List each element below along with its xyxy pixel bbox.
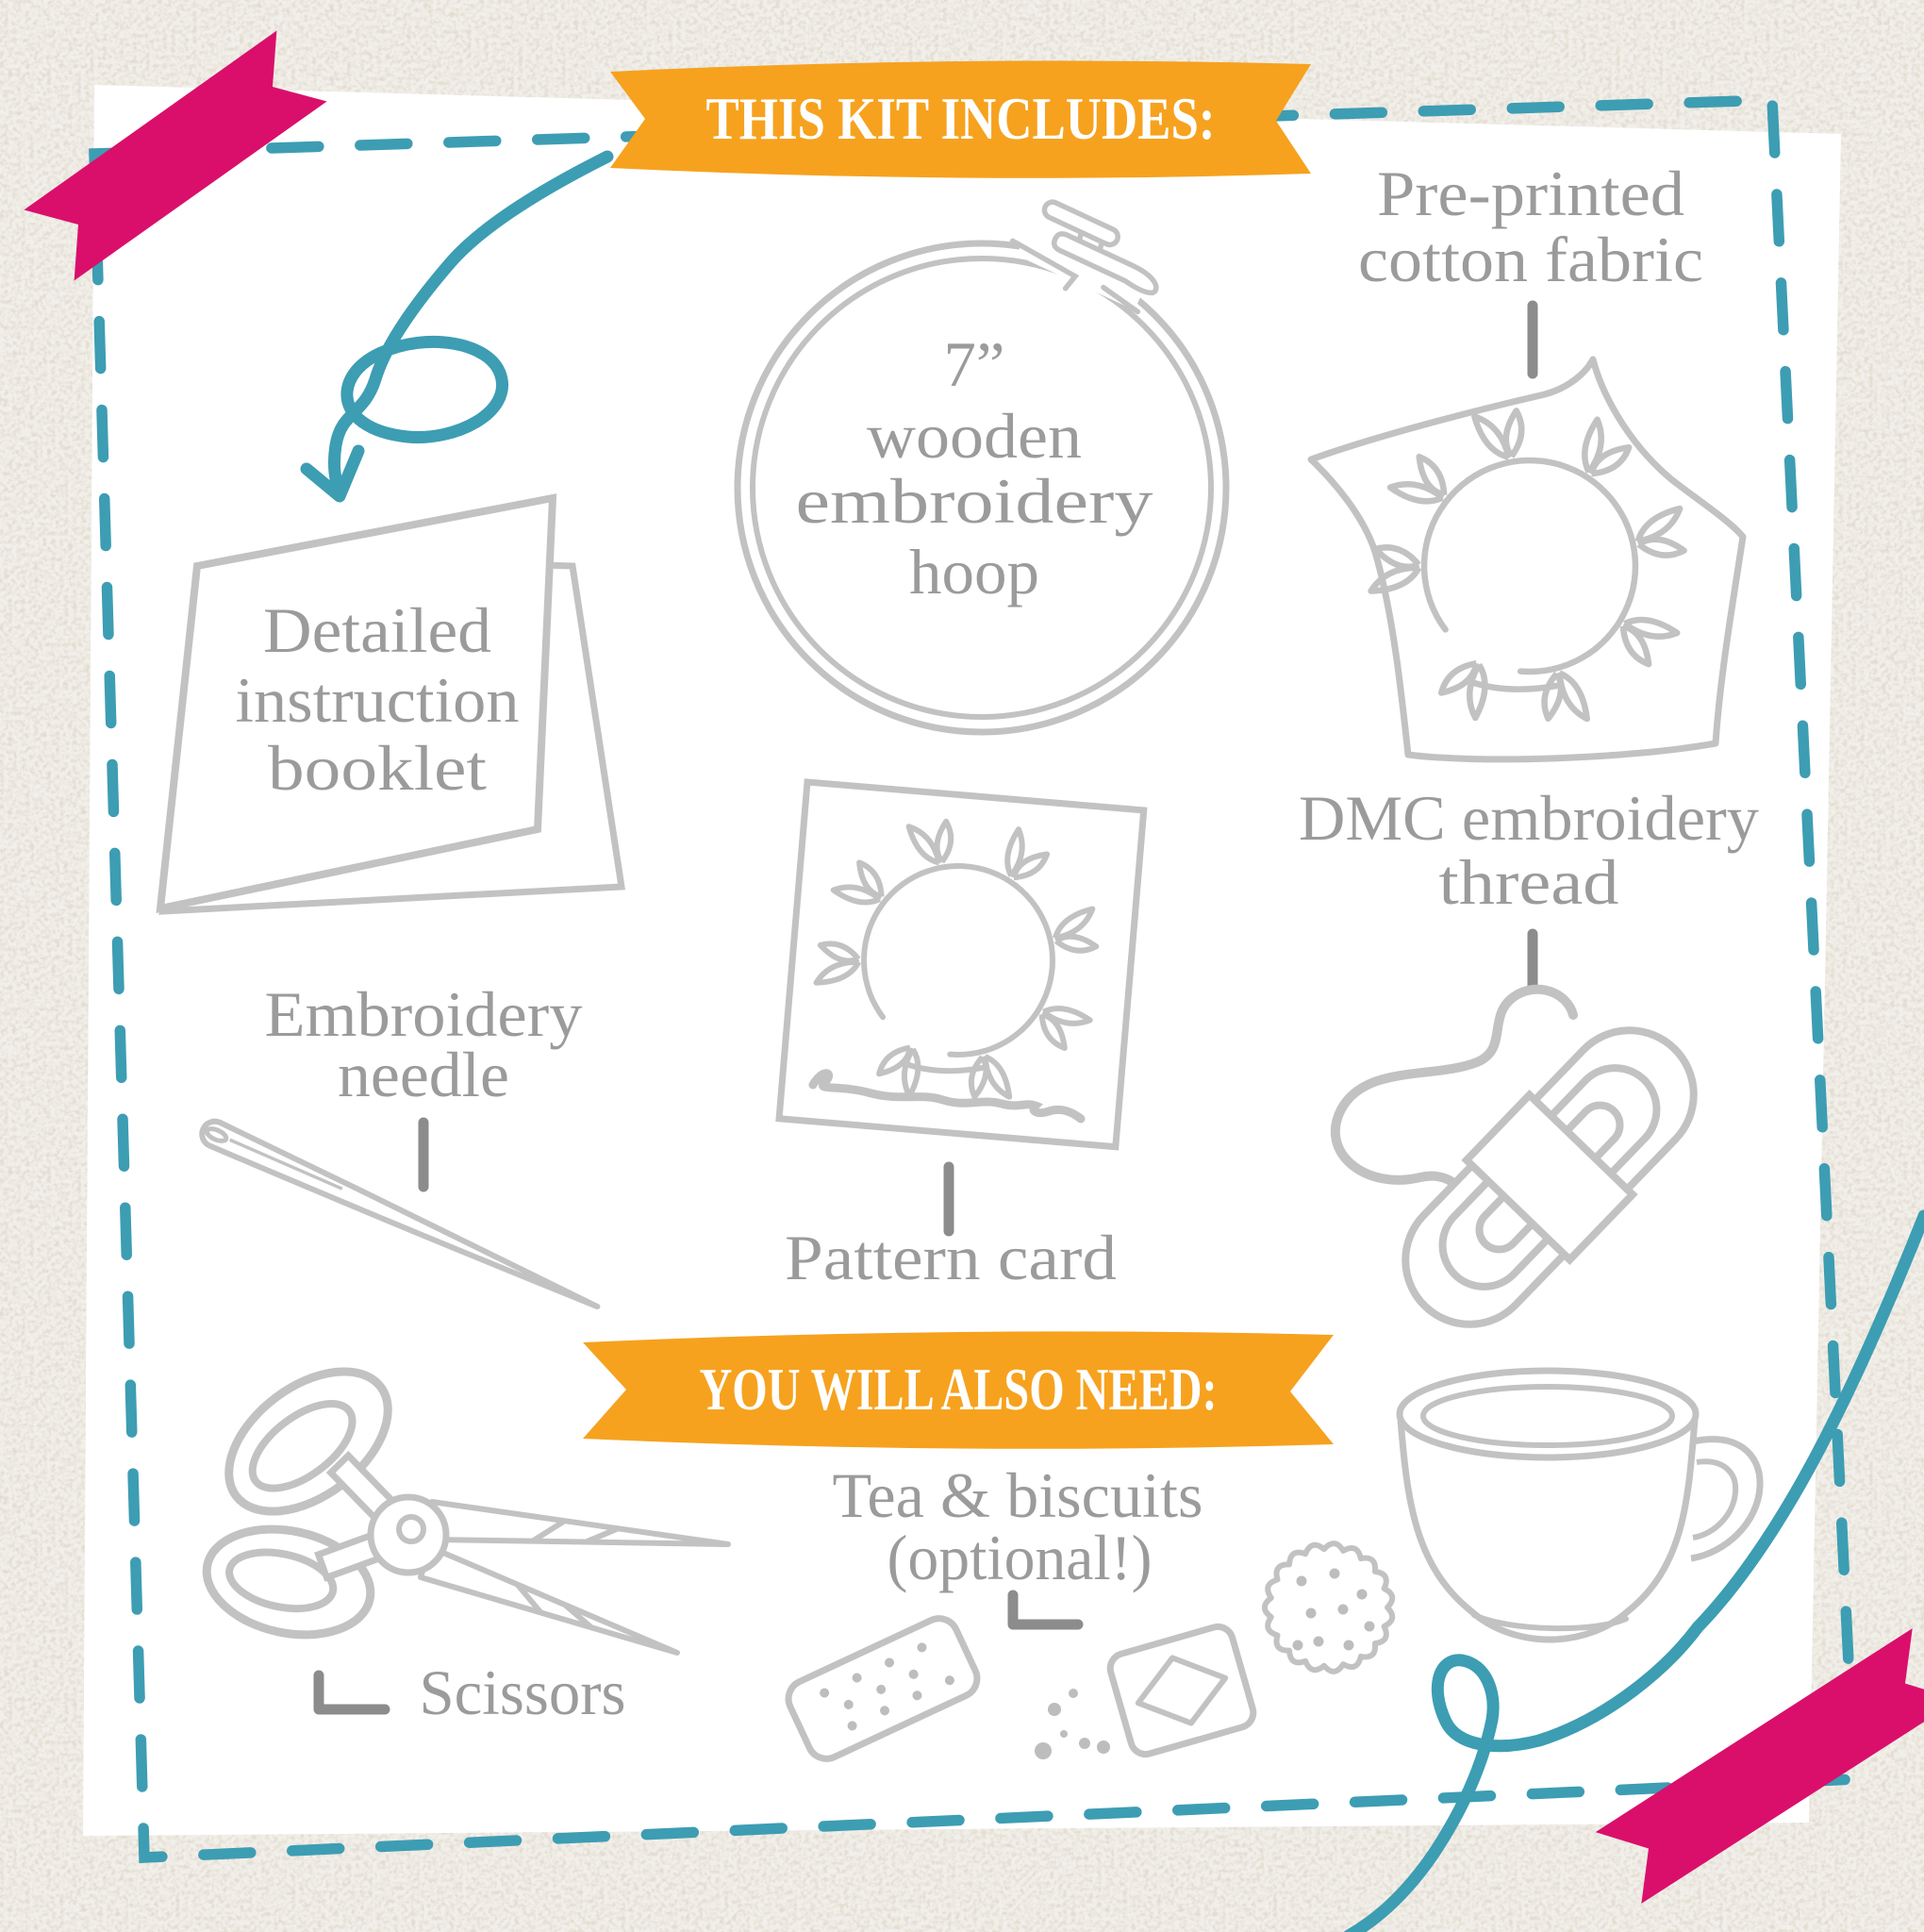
svg-text:Tea & biscuits: Tea & biscuits (833, 1459, 1203, 1531)
svg-text:Scissors: Scissors (420, 1657, 626, 1728)
svg-text:instruction: instruction (236, 664, 520, 736)
svg-text:thread: thread (1439, 846, 1619, 918)
svg-text:DMC embroidery: DMC embroidery (1299, 782, 1759, 854)
svg-text:cotton fabric: cotton fabric (1358, 224, 1703, 295)
svg-text:Pattern card: Pattern card (785, 1222, 1117, 1293)
svg-text:7”: 7” (944, 328, 1005, 400)
svg-text:Embroidery: Embroidery (265, 978, 583, 1050)
svg-text:hoop: hoop (909, 536, 1039, 608)
svg-text:Pre-printed: Pre-printed (1377, 158, 1684, 229)
svg-text:(optional!): (optional!) (887, 1522, 1153, 1593)
svg-text:embroidery: embroidery (796, 465, 1153, 537)
svg-text:Detailed: Detailed (263, 594, 491, 666)
svg-text:THIS KIT INCLUDES:: THIS KIT INCLUDES: (706, 85, 1216, 152)
svg-text:needle: needle (338, 1039, 509, 1110)
svg-text:wooden: wooden (867, 400, 1082, 472)
svg-text:booklet: booklet (268, 732, 487, 804)
svg-text:YOU WILL ALSO NEED:: YOU WILL ALSO NEED: (700, 1356, 1218, 1423)
